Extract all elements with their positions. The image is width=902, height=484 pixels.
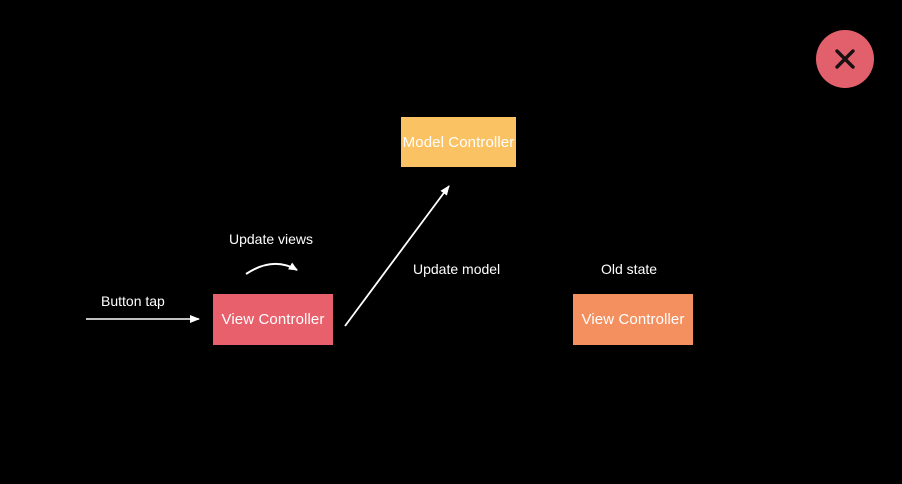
arrow-update-model	[344, 185, 450, 327]
node-view-controller-old[interactable]: View Controller	[573, 294, 693, 345]
node-view-controller-old-label: View Controller	[581, 311, 685, 328]
label-old-state: Old state	[601, 261, 658, 277]
close-icon	[835, 49, 855, 69]
label-update-views: Update views	[229, 231, 314, 247]
node-view-controller-new-label: View Controller	[221, 311, 325, 328]
node-view-controller-new[interactable]: View Controller	[213, 294, 333, 345]
node-model-controller-label: Model Controller	[402, 133, 515, 151]
label-button-tap: Button tap	[101, 293, 165, 309]
node-model-controller[interactable]: Model Controller	[401, 117, 516, 167]
close-button[interactable]	[816, 30, 874, 88]
arrow-update-views	[245, 262, 298, 275]
label-update-model: Update model	[413, 261, 501, 277]
